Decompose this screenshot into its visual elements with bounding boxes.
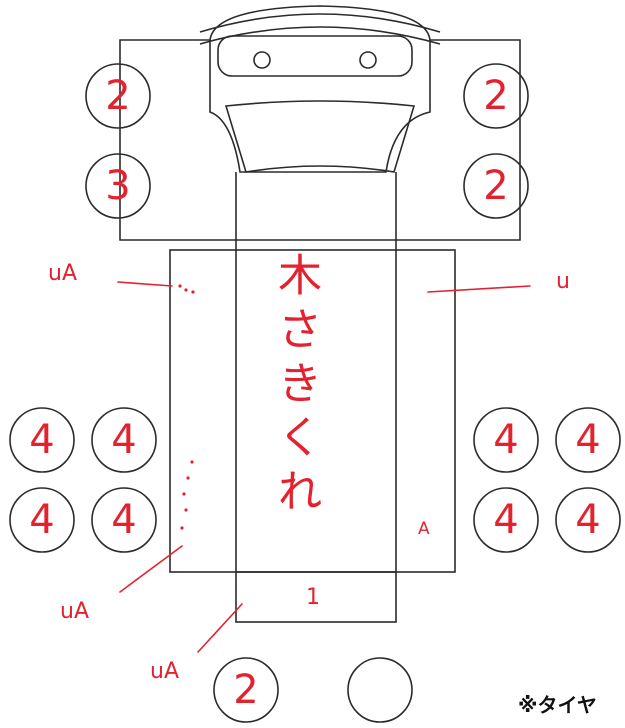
leader-bottom-left — [197, 603, 243, 653]
tire-rear-right-4 — [555, 487, 621, 553]
tire-num-rear-right-3: 4 — [493, 497, 518, 543]
leader-upper-right — [427, 285, 531, 293]
dot-upper-left-1 — [178, 284, 182, 288]
tire-num-rear-right-1: 4 — [493, 417, 518, 463]
annotation-bottom-left: uA — [150, 659, 179, 684]
annotation-upper-left: uA — [48, 261, 77, 286]
tire-rear-left-4 — [91, 487, 157, 553]
tire-num-rear-left-3: 4 — [29, 497, 54, 543]
tire-num-rear-right-2: 4 — [575, 417, 600, 463]
dot-upper-left-3 — [191, 290, 195, 294]
dot-lower-left-2 — [186, 476, 190, 480]
dot-lower-left-5 — [180, 526, 184, 530]
tire-num-rear-left-1: 4 — [29, 417, 54, 463]
leader-lower-left — [119, 545, 183, 593]
tire-numbers: 2 3 2 2 4 4 4 4 4 4 4 4 2 — [29, 73, 600, 713]
tire-front-left-inner — [85, 153, 151, 219]
vertical-char-1: 木 — [278, 251, 322, 302]
vertical-char-5: れ — [278, 467, 322, 518]
vertical-char-3: き — [278, 359, 322, 410]
tire-rear-right-1 — [473, 407, 539, 473]
tire-num-spare-left: 2 — [233, 667, 258, 713]
annotation-upper-right: u — [556, 269, 570, 294]
dot-lower-left-4 — [184, 508, 188, 512]
tire-num-front-right-outer: 2 — [483, 73, 508, 119]
tire-circles — [9, 63, 621, 723]
tire-rear-right-3 — [473, 487, 539, 553]
cargo-vertical-text: 木 さ き く れ — [278, 251, 322, 518]
cargo-body-outline — [169, 240, 456, 623]
tire-num-front-left-inner: 3 — [105, 163, 130, 209]
vertical-char-2: さ — [278, 305, 322, 356]
tire-rear-left-2 — [91, 407, 157, 473]
tire-rear-left-3 — [9, 487, 75, 553]
damage-annotations: uA u uA uA A 1 — [48, 261, 570, 684]
tire-front-right-outer — [463, 63, 529, 129]
tire-num-front-right-inner: 2 — [483, 163, 508, 209]
footnote: ※タイヤ — [518, 693, 597, 717]
tire-rear-right-2 — [555, 407, 621, 473]
tire-rear-left-1 — [9, 407, 75, 473]
tire-num-rear-right-4: 4 — [575, 497, 600, 543]
dot-upper-left-2 — [184, 288, 188, 292]
annotation-tail-mark: 1 — [306, 585, 320, 610]
tire-num-front-left-outer: 2 — [105, 73, 130, 119]
cab-outline — [119, 5, 521, 241]
annotation-lower-left: uA — [60, 599, 89, 624]
tire-front-right-inner — [463, 153, 529, 219]
annotation-cargo-right: A — [418, 519, 430, 539]
tire-num-rear-left-4: 4 — [111, 497, 136, 543]
tire-front-left-outer — [85, 63, 151, 129]
tire-spare-left — [213, 657, 279, 723]
tire-spare-right — [347, 657, 413, 723]
vertical-char-4: く — [278, 413, 322, 464]
dot-lower-left-3 — [182, 492, 186, 496]
leader-upper-left — [117, 281, 173, 287]
tire-num-rear-left-2: 4 — [111, 417, 136, 463]
dot-lower-left-1 — [190, 460, 194, 464]
